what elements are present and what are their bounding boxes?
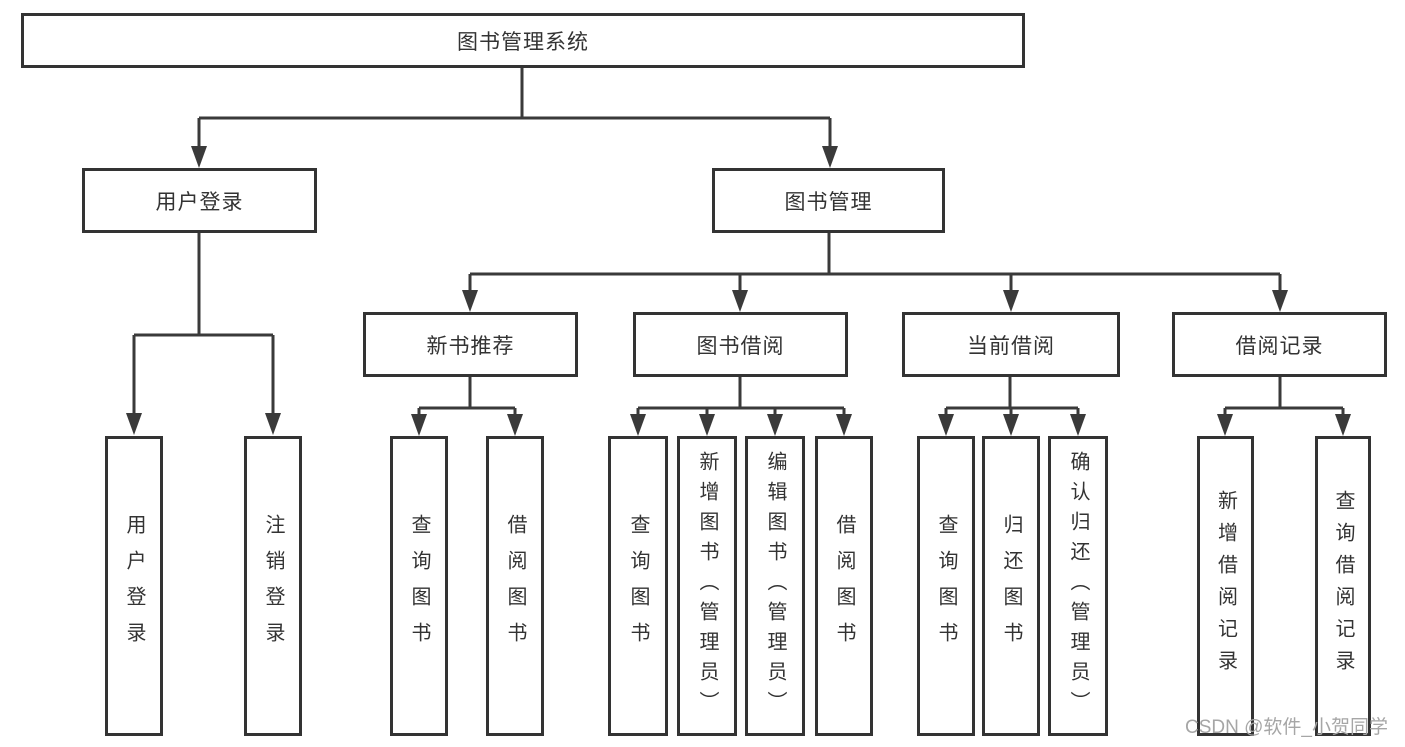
leaf-add-books-admin: 新增图书（管理员） — [677, 436, 737, 736]
node-label: 查询借阅记录 — [1332, 490, 1354, 682]
leaf-query-books-2: 查询图书 — [608, 436, 668, 736]
arrowhead-icon — [732, 290, 748, 312]
leaf-edit-books-admin: 编辑图书（管理员） — [745, 436, 805, 736]
leaf-add-borrow-record: 新增借阅记录 — [1197, 436, 1254, 736]
arrowhead-icon — [1003, 290, 1019, 312]
leaf-query-books-3: 查询图书 — [917, 436, 975, 736]
arrowhead-icon — [1335, 414, 1351, 436]
arrowhead-icon — [265, 413, 281, 435]
arrowhead-icon — [630, 414, 646, 436]
leaf-borrow-books-2: 借阅图书 — [815, 436, 873, 736]
leaf-logout: 注销登录 — [244, 436, 302, 736]
node-book-borrowing: 图书借阅 — [633, 312, 848, 377]
node-new-book-recommend: 新书推荐 — [363, 312, 578, 377]
node-label: 借阅图书 — [833, 514, 855, 658]
node-label: 当前借阅 — [967, 334, 1055, 358]
arrowhead-icon — [938, 414, 954, 436]
arrowhead-icon — [699, 414, 715, 436]
arrowhead-icon — [1070, 414, 1086, 436]
node-label: 注销登录 — [262, 514, 284, 658]
arrowhead-icon — [1272, 290, 1288, 312]
arrowhead-icon — [836, 414, 852, 436]
node-label: 借阅图书 — [504, 514, 526, 658]
csdn-watermark: CSDN @软件_小贺同学 — [1185, 717, 1388, 738]
node-label: 图书管理 — [784, 190, 873, 214]
arrowhead-icon — [507, 414, 523, 436]
arrowhead-icon — [411, 414, 427, 436]
leaf-confirm-return-admin: 确认归还（管理员） — [1048, 436, 1108, 736]
node-label: 借阅记录 — [1235, 334, 1324, 358]
arrowhead-icon — [462, 290, 478, 312]
arrowhead-icon — [191, 146, 207, 168]
node-label: 图书借阅 — [696, 334, 785, 358]
leaf-return-books: 归还图书 — [982, 436, 1040, 736]
leaf-query-borrow-record: 查询借阅记录 — [1315, 436, 1371, 736]
node-library-system: 图书管理系统 — [21, 13, 1025, 68]
node-user-login: 用户登录 — [82, 168, 317, 233]
node-label: 新增图书（管理员） — [696, 451, 718, 721]
arrowhead-icon — [126, 413, 142, 435]
node-label: 编辑图书（管理员） — [764, 451, 786, 721]
node-label: 查询图书 — [935, 514, 957, 658]
node-label: 归还图书 — [1000, 514, 1022, 658]
node-label: 查询图书 — [408, 514, 430, 658]
node-label: 图书管理系统 — [457, 30, 589, 54]
leaf-user-login: 用户登录 — [105, 436, 163, 736]
node-label: 新书推荐 — [426, 334, 515, 358]
node-current-borrowing: 当前借阅 — [902, 312, 1120, 377]
node-label: 查询图书 — [627, 514, 649, 658]
leaf-query-books-1: 查询图书 — [390, 436, 448, 736]
leaf-borrow-books-1: 借阅图书 — [486, 436, 544, 736]
node-label: 用户登录 — [155, 190, 244, 214]
arrowhead-icon — [1217, 414, 1233, 436]
node-label: 确认归还（管理员） — [1067, 451, 1089, 721]
node-book-management: 图书管理 — [712, 168, 945, 233]
node-borrow-records: 借阅记录 — [1172, 312, 1387, 377]
arrowhead-icon — [822, 146, 838, 168]
arrowhead-icon — [1003, 414, 1019, 436]
node-label: 新增借阅记录 — [1214, 490, 1237, 682]
arrowhead-icon — [767, 414, 783, 436]
node-label: 用户登录 — [123, 514, 145, 658]
